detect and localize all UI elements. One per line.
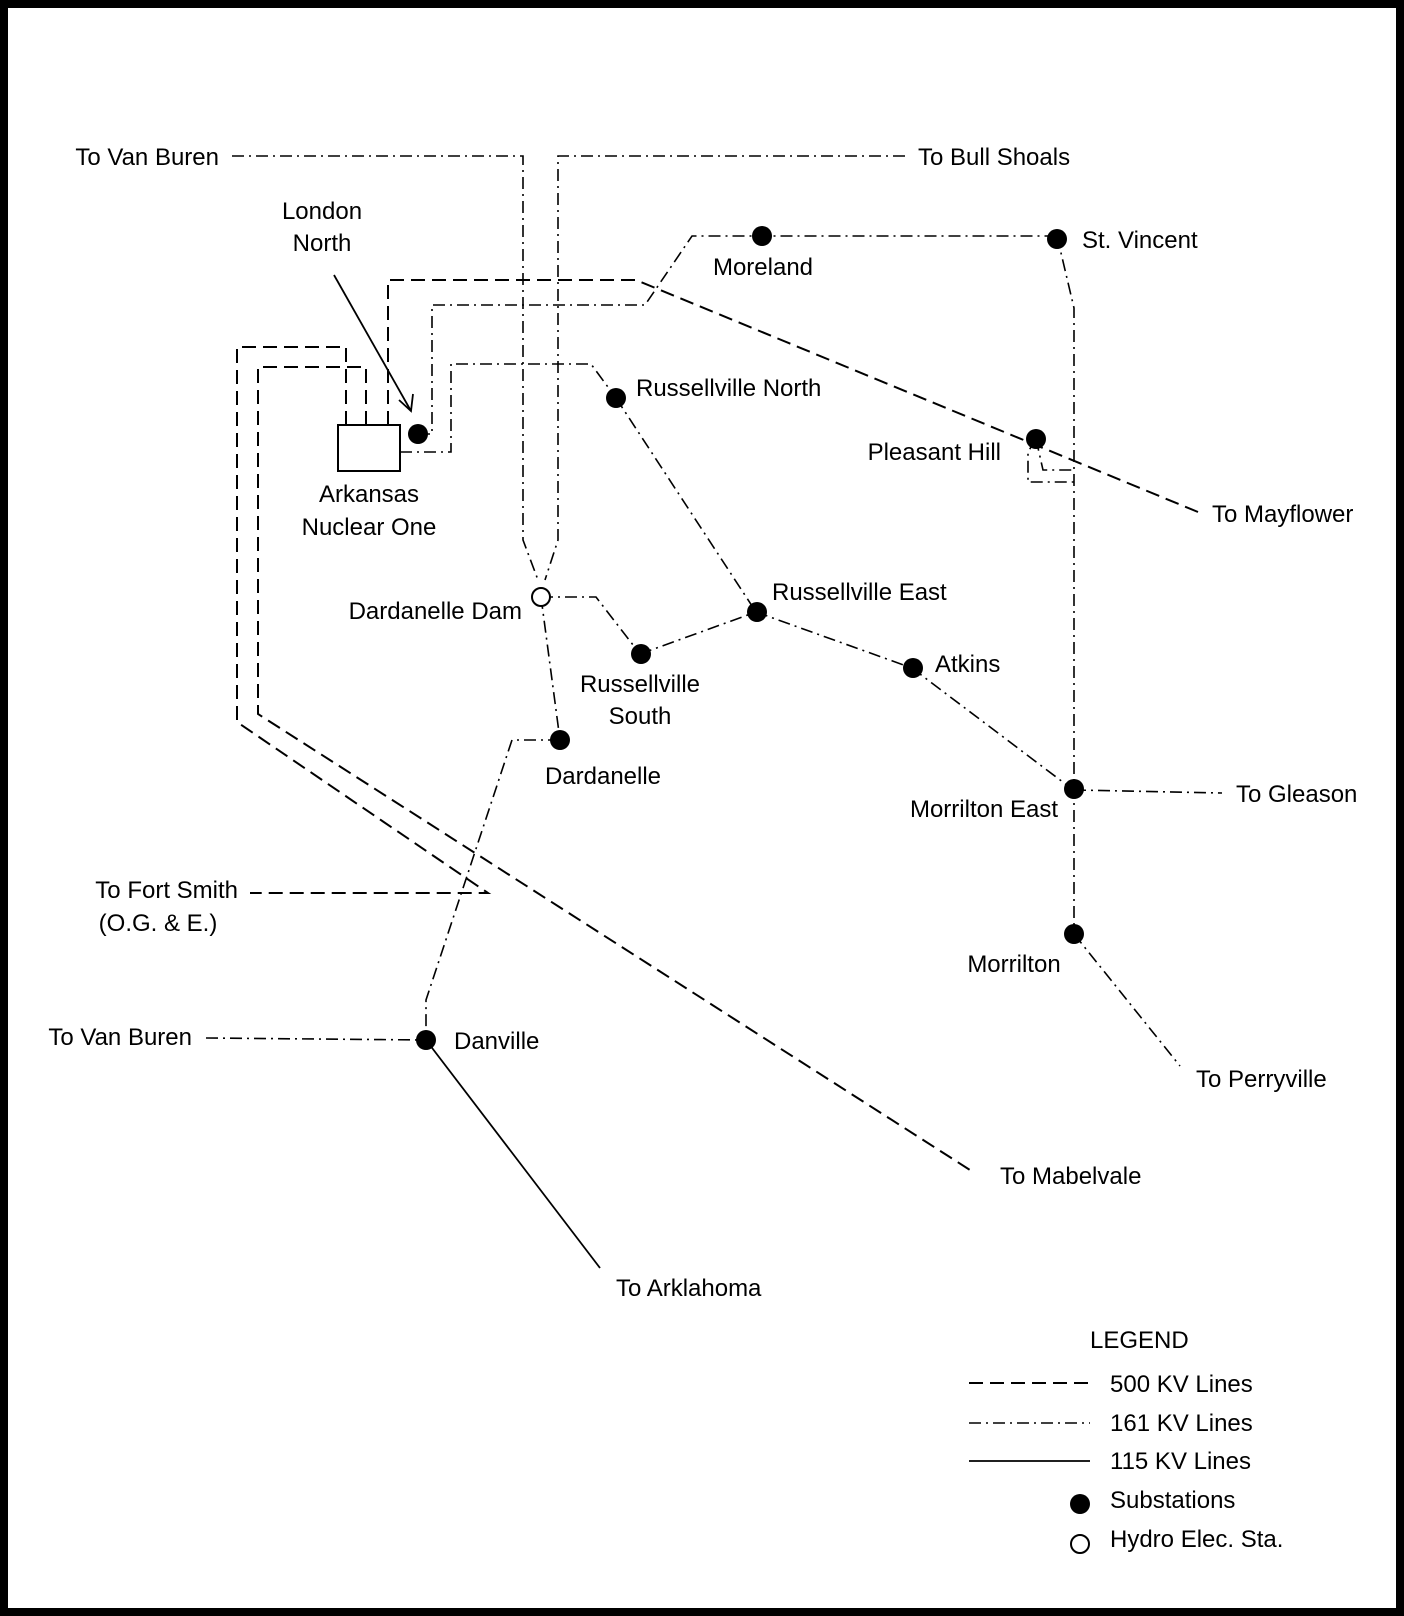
legend-label-hydro: Hydro Elec. Sta.: [1110, 1526, 1283, 1553]
substation-russellville-north: [606, 388, 626, 408]
label-atkins: Atkins: [935, 651, 1000, 678]
label-to-mabelvale: To Mabelvale: [1000, 1163, 1141, 1190]
line-161-morrilton-to-perryville: [1073, 933, 1181, 1067]
line-161-dardanelle-to-danville: [425, 739, 560, 1040]
label-ano-line1: Arkansas: [319, 481, 419, 508]
label-to-fort-smith-line2: (O.G. & E.): [99, 910, 218, 937]
line-115-danville-to-arklahoma: [425, 1039, 601, 1269]
label-to-mayflower: To Mayflower: [1212, 501, 1353, 528]
label-to-fort-smith-line1: To Fort Smith: [95, 877, 238, 904]
substation-moreland: [752, 226, 772, 246]
label-to-perryville: To Perryville: [1196, 1066, 1327, 1093]
label-to-van-buren-bottom: To Van Buren: [48, 1024, 192, 1051]
label-morrilton-east: Morrilton East: [910, 796, 1058, 823]
line-161-atkins-to-morrilton-east: [911, 667, 1073, 790]
substation-dardanelle: [550, 730, 570, 750]
line-161-london-north-to-st-vincent: [418, 235, 1057, 435]
lines-115kv: [333, 274, 601, 1269]
line-161-russellville-south-to-east: [639, 611, 757, 655]
label-to-bull-shoals: To Bull Shoals: [918, 144, 1070, 171]
legend-label-115kv: 115 KV Lines: [1110, 1448, 1251, 1475]
substation-london-north: [408, 424, 428, 444]
line-161-ano-to-russellville-north: [400, 363, 617, 453]
substation-st-vincent: [1047, 229, 1067, 249]
line-161-dam-to-dardanelle: [540, 596, 561, 741]
substation-russellville-south: [631, 644, 651, 664]
legend-label-500kv: 500 KV Lines: [1110, 1371, 1253, 1398]
substation-morrilton-east: [1064, 779, 1084, 799]
label-london-north-line1: London: [282, 198, 362, 225]
legend: LEGEND 500 KV Lines 161 KV Lines 115 KV …: [969, 1327, 1283, 1554]
substation-russellville-east: [747, 602, 767, 622]
label-morrilton: Morrilton: [967, 951, 1060, 978]
label-to-gleason: To Gleason: [1236, 781, 1357, 808]
label-russellville-south-line1: Russellville: [580, 671, 700, 698]
label-pleasant-hill: Pleasant Hill: [868, 439, 1001, 466]
label-danville: Danville: [454, 1028, 539, 1055]
label-london-north-line2: North: [293, 230, 352, 257]
line-161-van-buren-to-dam: [232, 155, 539, 581]
london-north-arrowhead: [398, 393, 414, 413]
label-moreland: Moreland: [713, 254, 813, 281]
legend-swatch-hydro: [1070, 1534, 1090, 1554]
line-161-east-to-atkins: [755, 611, 913, 669]
legend-title: LEGEND: [1090, 1327, 1189, 1354]
labels: To Van Buren To Bull Shoals London North…: [48, 144, 1357, 1302]
line-161-van-buren-to-danville: [205, 1037, 427, 1041]
lines-500kv: [236, 279, 1199, 1171]
label-to-arklahoma: To Arklahoma: [616, 1275, 762, 1302]
line-161-st-vincent-to-morrilton: [1056, 235, 1075, 934]
substation-danville: [416, 1030, 436, 1050]
line-500-ano-to-fort-smith: [236, 346, 492, 894]
substation-pleasant-hill: [1026, 429, 1046, 449]
line-500-ano-to-mayflower: [387, 279, 1199, 513]
lines-161kv: [205, 155, 1223, 1067]
label-russellville-north: Russellville North: [636, 375, 821, 402]
line-161-morrilton-east-to-gleason: [1073, 789, 1223, 794]
label-dardanelle-dam: Dardanelle Dam: [349, 598, 522, 625]
line-161-dam-to-russellville-south: [541, 596, 641, 655]
line-161-pleasant-hill-loop-inner: [1035, 438, 1074, 471]
substation-atkins: [903, 658, 923, 678]
dardanelle-dam-hydro-station: [531, 587, 551, 607]
london-north-pointer: [333, 274, 412, 412]
legend-swatch-substation: [1070, 1494, 1090, 1514]
label-dardanelle: Dardanelle: [545, 763, 661, 790]
arkansas-nuclear-one-plant: [337, 424, 401, 472]
label-ano-line2: Nuclear One: [302, 514, 437, 541]
line-161-russellville-north-to-east: [615, 397, 757, 613]
line-161-bull-shoals-to-dam: [544, 155, 905, 581]
label-st-vincent: St. Vincent: [1082, 227, 1198, 254]
label-russellville-south-line2: South: [609, 703, 672, 730]
substation-morrilton: [1064, 924, 1084, 944]
legend-label-substations: Substations: [1110, 1487, 1235, 1514]
legend-label-161kv: 161 KV Lines: [1110, 1410, 1253, 1437]
label-to-van-buren-top: To Van Buren: [75, 144, 219, 171]
label-russellville-east: Russellville East: [772, 579, 947, 606]
